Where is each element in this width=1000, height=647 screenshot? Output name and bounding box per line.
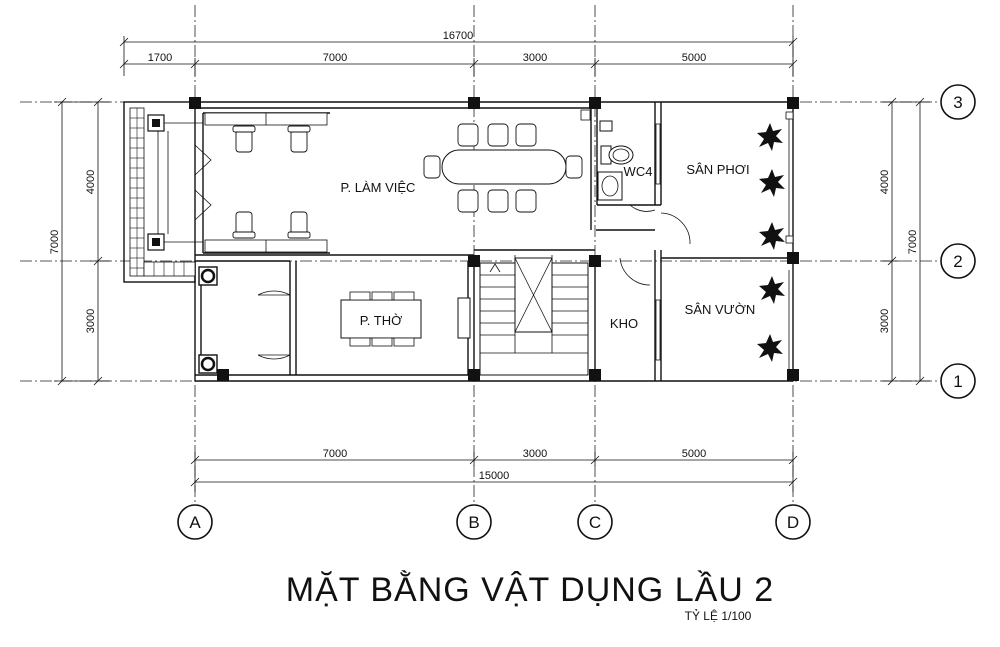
floor-drain-icon <box>580 109 591 121</box>
altar-table <box>340 291 422 347</box>
svg-text:1: 1 <box>953 372 962 391</box>
dim-top-seg-4: 5000 <box>682 52 706 64</box>
shower-drain-icon <box>599 120 613 132</box>
room-label-garden: SÂN VƯỜN <box>685 302 756 317</box>
dim-top-seg-2: 7000 <box>323 52 347 64</box>
office-desks <box>204 112 328 253</box>
axis-bubble-3: 3 <box>940 84 976 120</box>
dim-right-total: 7000 <box>907 230 919 254</box>
svg-text:D: D <box>787 513 799 532</box>
dimension-right: 4000 3000 7000 <box>879 97 930 386</box>
axis-bubble-c: C <box>577 504 613 540</box>
page-title: MẶT BẰNG VẬT DỤNG LẦU 2 <box>286 571 774 609</box>
dim-left-total: 7000 <box>49 230 61 254</box>
room-label-wc: WC4 <box>624 164 653 179</box>
conference-table <box>423 123 583 213</box>
dim-left-seg-1: 4000 <box>85 170 97 194</box>
kho-door-swing <box>619 257 651 286</box>
room-label-drying-yard: SÂN PHƠI <box>686 162 749 177</box>
downpipe-icons <box>198 266 218 374</box>
dim-right-seg-2: 3000 <box>879 309 891 333</box>
axis-bubble-2: 2 <box>940 243 976 279</box>
svg-text:3: 3 <box>953 93 962 112</box>
svg-text:A: A <box>189 513 201 532</box>
room-label-office: P. LÀM VIỆC <box>341 180 416 195</box>
sink-icon <box>597 171 623 201</box>
sliding-doors <box>655 111 794 370</box>
room-label-store: KHO <box>610 316 638 331</box>
dim-bottom-seg-2: 3000 <box>523 448 547 460</box>
dim-bottom-total: 15000 <box>479 470 510 482</box>
scale-label: TỶ LỆ 1/100 <box>685 608 752 623</box>
plant-icons <box>757 123 785 362</box>
dimension-bottom: 7000 3000 5000 15000 <box>190 448 798 492</box>
axis-bubble-b: B <box>456 504 492 540</box>
dim-top-total: 16700 <box>443 30 474 42</box>
dim-left-seg-2: 3000 <box>85 309 97 333</box>
svg-text:B: B <box>468 513 479 532</box>
dim-bottom-seg-3: 5000 <box>682 448 706 460</box>
svg-text:C: C <box>589 513 601 532</box>
room-label-altar: P. THỜ <box>360 313 402 328</box>
dim-top-seg-1: 1700 <box>148 52 172 64</box>
walls <box>194 101 794 382</box>
svg-text:2: 2 <box>953 252 962 271</box>
staircase <box>479 255 589 376</box>
wc-door-swing <box>629 204 656 212</box>
axis-bubble-1: 1 <box>940 363 976 399</box>
dim-top-seg-3: 3000 <box>523 52 547 64</box>
dim-right-seg-1: 4000 <box>879 170 891 194</box>
columns <box>189 97 799 381</box>
dim-bottom-seg-1: 7000 <box>323 448 347 460</box>
toilet-icon <box>600 145 634 165</box>
dimension-left: 7000 4000 3000 <box>49 97 110 386</box>
axis-bubble-a: A <box>177 504 213 540</box>
double-door-icon <box>257 290 291 360</box>
altar-shelf <box>457 297 471 339</box>
dimension-top: 16700 1700 7000 3000 5000 <box>119 30 798 76</box>
axis-bubble-d: D <box>775 504 811 540</box>
corridor-door-swing <box>660 212 691 245</box>
balcony-left <box>123 101 212 283</box>
